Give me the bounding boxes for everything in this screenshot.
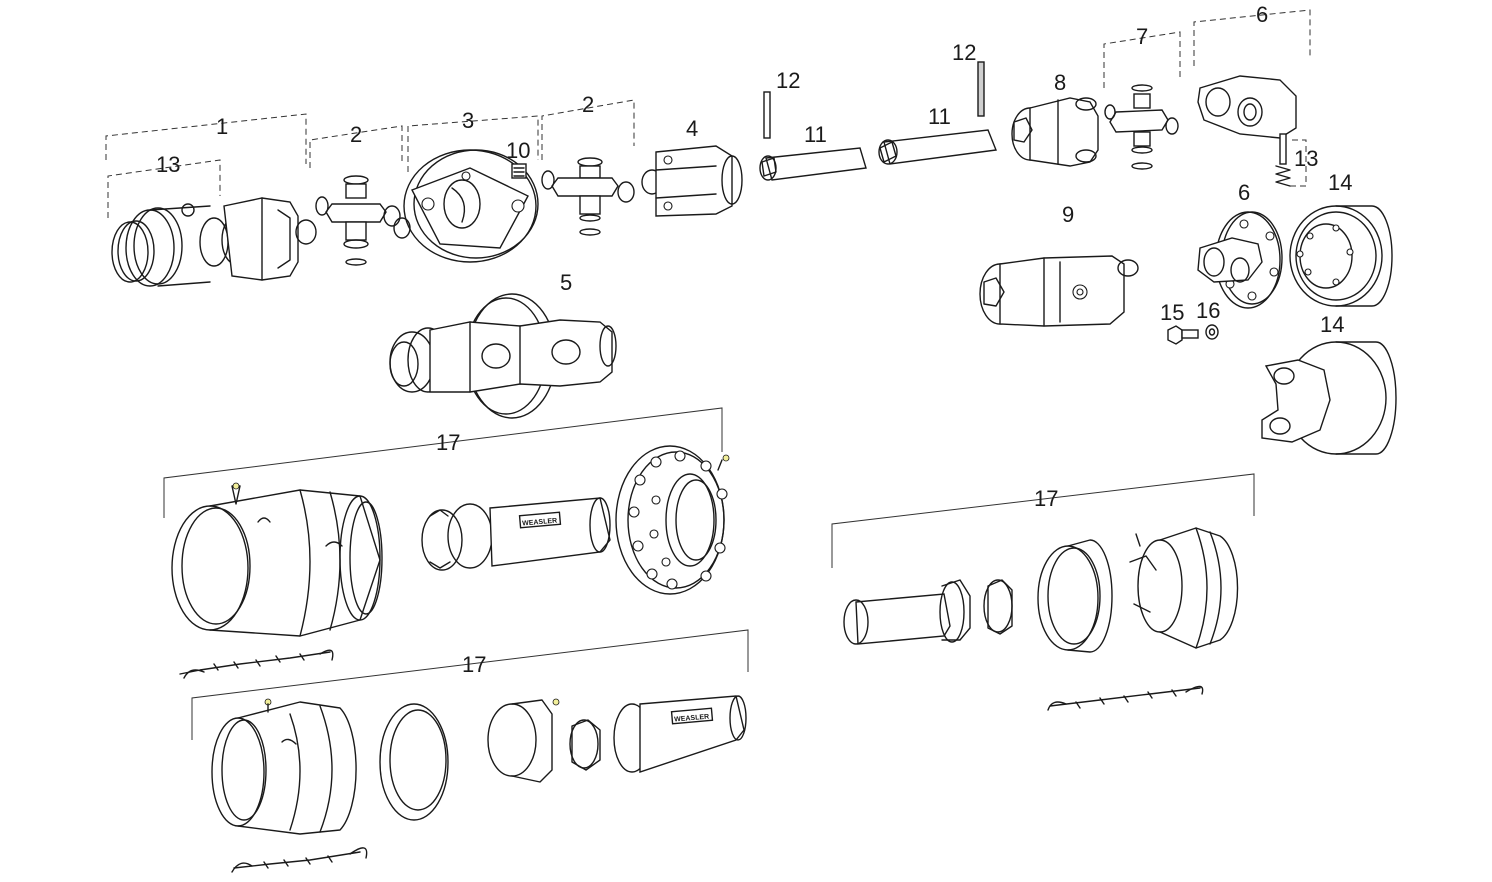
callout-12-left: 12 [776, 68, 800, 93]
part-guard-ring-lower [569, 719, 601, 771]
callout-16: 16 [1196, 298, 1220, 323]
callout-10: 10 [506, 138, 530, 163]
callout-2-right: 2 [582, 92, 594, 117]
callout-11-left: 11 [804, 122, 827, 147]
callout-2-left: 2 [350, 122, 362, 147]
part-profile-tube-11a [759, 147, 867, 181]
part-spring-pin-12b [977, 61, 985, 117]
callout-17-upper-left: 17 [436, 430, 460, 455]
callout-9: 9 [1062, 202, 1074, 227]
part-guard-bearing-right [983, 579, 1013, 635]
part-guard-cone-lower [211, 698, 357, 835]
brand-mark-2: WEASLER [674, 714, 709, 724]
part-yoke-6-top [1197, 75, 1297, 139]
part-friction-flange-3 [403, 149, 539, 263]
brand-mark-1: WEASLER [522, 518, 557, 528]
part-flange-yoke-6 [1197, 211, 1283, 309]
callout-15: 15 [1160, 300, 1184, 325]
part-inner-yoke-4 [641, 145, 743, 217]
part-cross-journal-7 [1104, 84, 1179, 170]
part-guard-cone-right [1037, 539, 1113, 653]
callout-4: 4 [686, 116, 698, 141]
part-guard-tube-lower: WEASLER [613, 695, 747, 773]
callout-12-right: 12 [952, 40, 976, 65]
part-profile-tube-11b [878, 129, 997, 165]
part-cross-journal-right [541, 157, 635, 236]
callout-11-right: 11 [928, 104, 951, 129]
part-outer-yoke-8 [1011, 97, 1099, 167]
part-guard-tube-right [843, 579, 971, 645]
part-safety-chain-upper [179, 649, 334, 679]
callout-17-right: 17 [1034, 486, 1058, 511]
part-safety-chain-right [1047, 685, 1204, 711]
part-yoke-assembly-1 [111, 197, 317, 287]
part-yoke-assembly-9 [979, 255, 1139, 327]
callout-7: 7 [1136, 24, 1148, 49]
callout-14-bottom: 14 [1320, 312, 1344, 337]
part-bearing-ring-guard [421, 503, 493, 571]
part-bolt-15 [1167, 325, 1199, 345]
callout-brackets [105, 9, 1311, 740]
part-joint-assembly-5 [389, 293, 617, 419]
part-guard-flange-lower [379, 703, 449, 821]
part-clutch-yoke-14b [1261, 341, 1397, 455]
callout-labels: 1 13 2 3 10 2 4 12 11 11 12 8 7 6 13 14 … [156, 2, 1352, 677]
callout-6-bottom: 6 [1238, 180, 1250, 205]
callout-13-left: 13 [156, 152, 180, 177]
callout-6-top: 6 [1256, 2, 1268, 27]
callout-5: 5 [560, 270, 572, 295]
callout-1: 1 [216, 114, 228, 139]
part-safety-chain-lower [231, 847, 368, 873]
callout-8: 8 [1054, 70, 1066, 95]
callout-17-lower-left: 17 [462, 652, 486, 677]
part-guard-cone-large [171, 482, 383, 637]
part-guard-flange-perforated [615, 445, 730, 595]
part-cross-journal-left [315, 175, 411, 266]
part-guard-bellows-right [1129, 527, 1239, 649]
part-grease-nipple-10 [511, 163, 527, 179]
callout-14-top: 14 [1328, 170, 1352, 195]
part-guard-tube-upper: WEASLER [489, 497, 611, 567]
part-spring-pin-12a [763, 91, 771, 139]
part-spring-13 [1275, 133, 1291, 187]
part-guard-bearing-lower [487, 698, 560, 783]
callout-13-right: 13 [1294, 146, 1318, 171]
part-washer-16 [1205, 324, 1219, 340]
callout-3: 3 [462, 108, 474, 133]
part-clutch-housing-14a [1289, 205, 1393, 307]
